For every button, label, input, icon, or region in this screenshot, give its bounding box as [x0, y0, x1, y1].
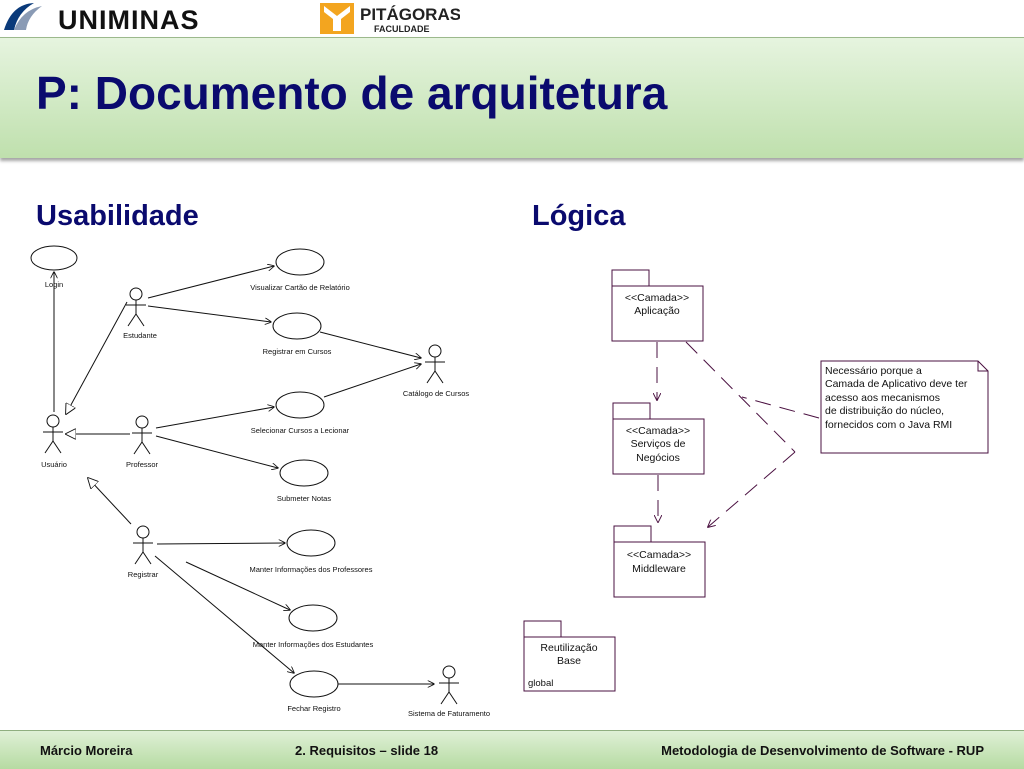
middleware-name: Middleware	[632, 563, 686, 575]
actor-faturamento	[439, 665, 459, 705]
title-band	[0, 37, 1024, 158]
servicos-stereotype: <<Camada>>	[626, 425, 690, 437]
aplicacao-name: Aplicação	[634, 305, 680, 317]
footer-slide-ref: 2. Requisitos – slide 18	[295, 743, 439, 758]
uniminas-logo-text: UNIMINAS	[58, 5, 200, 35]
label-registrar: Registrar	[128, 570, 159, 579]
logos-svg: UNIMINAS PITÁGORAS FACULDADE	[4, 3, 461, 35]
middleware-stereotype: <<Camada>>	[627, 549, 691, 561]
note-line-2: Camada de Aplicativo deve ter	[825, 378, 968, 390]
logical-diagram	[523, 269, 989, 692]
usabilidade-heading: Usabilidade	[36, 200, 199, 232]
label-usuario: Usuário	[41, 460, 67, 469]
actor-estudante	[126, 287, 146, 327]
label-visualizar: Visualizar Cartão de Relatório	[250, 283, 350, 292]
actor-usuario	[43, 414, 63, 454]
slide-title: P: Documento de arquitetura	[36, 67, 668, 119]
pitagoras-logo-text: PITÁGORAS	[360, 5, 460, 24]
footer-course: Metodologia de Desenvolvimento de Softwa…	[661, 743, 984, 758]
package-aplicacao	[611, 269, 704, 342]
use-case-visualizar	[275, 248, 325, 276]
label-professor: Professor	[126, 460, 159, 469]
actor-catalogo	[425, 344, 445, 384]
servicos-name-line2: Negócios	[636, 452, 680, 464]
pitagoras-logo-icon	[320, 3, 354, 34]
label-login: Login	[45, 280, 63, 289]
label-selecionar: Selecionar Cursos a Lecionar	[251, 426, 350, 435]
logo-bar: UNIMINAS PITÁGORAS FACULDADE	[0, 0, 1024, 36]
note-line-1: Necessário porque a	[825, 365, 922, 377]
label-registrar-cursos: Registrar em Cursos	[263, 347, 332, 356]
use-case-fechar	[289, 670, 339, 698]
package-middleware	[613, 525, 706, 598]
label-catalogo: Catálogo de Cursos	[403, 389, 470, 398]
logica-heading: Lógica	[532, 200, 626, 232]
use-case-registrar-cursos	[272, 312, 322, 340]
footer-author: Márcio Moreira	[40, 743, 133, 758]
slide-footer: Márcio Moreira 2. Requisitos – slide 18 …	[0, 730, 1024, 769]
label-submeter: Submeter Notas	[277, 494, 331, 503]
actor-professor	[132, 415, 152, 455]
use-case-labels: Login Visualizar Cartão de Relatório Reg…	[41, 280, 490, 718]
reutilizacao-name-line1: Reutilização	[540, 642, 597, 654]
dependency-lines	[657, 341, 820, 527]
note-text: Necessário porque a Camada de Aplicativo…	[825, 365, 968, 431]
label-fechar: Fechar Registro	[287, 704, 340, 713]
use-case-diagram	[30, 245, 459, 705]
package-reutilizacao	[523, 620, 616, 692]
note-line-4: de distribuição do núcleo,	[825, 405, 944, 417]
use-case-login	[30, 245, 78, 271]
label-manter-prof: Manter Informações dos Professores	[250, 565, 373, 574]
use-case-selecionar	[275, 391, 325, 419]
package-labels: <<Camada>> Aplicação <<Camada>> Serviços…	[540, 292, 691, 667]
aplicacao-stereotype: <<Camada>>	[625, 292, 689, 304]
pitagoras-logo-subtext: FACULDADE	[374, 24, 430, 34]
note-line-5: fornecidos com o Java RMI	[825, 419, 952, 431]
reutilizacao-name-line2: Base	[557, 655, 581, 667]
actor-registrar	[133, 525, 153, 565]
uniminas-logo-icon	[4, 3, 42, 30]
label-faturamento: Sistema de Faturamento	[408, 709, 490, 718]
use-case-manter-est	[288, 604, 338, 632]
servicos-name-line1: Serviços de	[631, 438, 686, 450]
reutilizacao-tag: global	[528, 678, 553, 689]
use-case-manter-prof	[286, 529, 336, 557]
label-estudante: Estudante	[123, 331, 157, 340]
note-box	[820, 360, 989, 454]
note-line-3: acesso aos mecanismos	[825, 392, 940, 404]
package-servicos	[612, 402, 705, 475]
use-case-submeter	[279, 459, 329, 487]
label-manter-est: Manter Informações dos Estudantes	[253, 640, 374, 649]
